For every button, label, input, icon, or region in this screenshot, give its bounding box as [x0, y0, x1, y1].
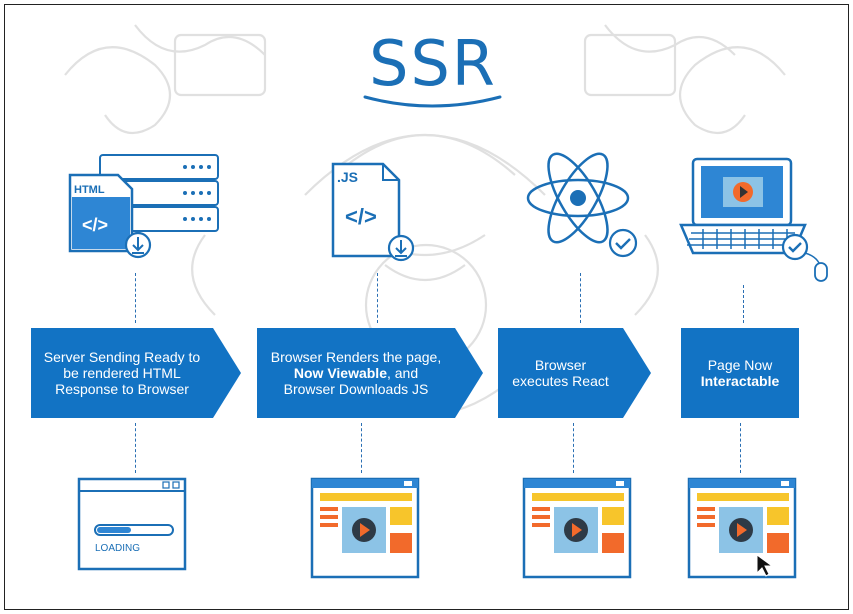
loading-progress-fill — [97, 527, 131, 533]
step-3-text: Browser executes React — [512, 357, 609, 389]
react-atom-icon — [526, 152, 638, 258]
title-underline-arc — [363, 95, 502, 108]
step-1-box: Server Sending Ready to be rendered HTML… — [31, 328, 213, 418]
step-2-text-b: , and Browser Downloads JS — [283, 365, 429, 397]
diagram-frame: SSR HTML </> .JS </> — [4, 4, 849, 610]
page-title: SSR — [369, 27, 497, 100]
rendered-page-screen-2 — [310, 477, 420, 579]
cursor-icon — [756, 554, 774, 577]
connector-1-bottom — [135, 423, 136, 473]
step-2-box: Browser Renders the page, Now Viewable, … — [257, 328, 455, 418]
connector-1-top — [135, 273, 136, 323]
connector-4-top — [743, 285, 744, 323]
rendered-page-screen-3 — [522, 477, 632, 579]
connector-3-bottom — [573, 423, 574, 473]
server-html-icon: HTML </> — [68, 154, 219, 259]
loading-screen: LOADING — [77, 477, 187, 571]
step-4-box: Page Now Interactable — [681, 328, 799, 418]
step-4-text-bold: Interactable — [700, 373, 780, 389]
js-code-glyph: </> — [345, 204, 377, 229]
js-doc-label: .JS — [337, 169, 358, 185]
connector-2-top — [377, 273, 378, 323]
step-2-text-bold: Now Viewable — [293, 365, 387, 381]
connector-2-bottom — [361, 423, 362, 473]
html-doc-label: HTML — [74, 184, 105, 196]
step-2-text-a: Browser Renders the page, — [270, 349, 442, 365]
js-download-icon: .JS </> — [331, 162, 415, 262]
rendered-page-screen-4 — [687, 477, 797, 579]
step-2-arrow — [455, 328, 483, 418]
html-code-glyph: </> — [82, 215, 108, 235]
step-3-arrow — [623, 328, 651, 418]
laptop-video-icon — [679, 157, 828, 282]
connector-4-bottom — [740, 423, 741, 473]
connector-3-top — [580, 273, 581, 323]
step-1-text: Server Sending Ready to be rendered HTML… — [43, 349, 201, 397]
loading-label: LOADING — [95, 543, 140, 554]
step-3-box: Browser executes React — [498, 328, 623, 418]
step-4-text-a: Page Now — [707, 357, 773, 373]
step-1-arrow — [213, 328, 241, 418]
